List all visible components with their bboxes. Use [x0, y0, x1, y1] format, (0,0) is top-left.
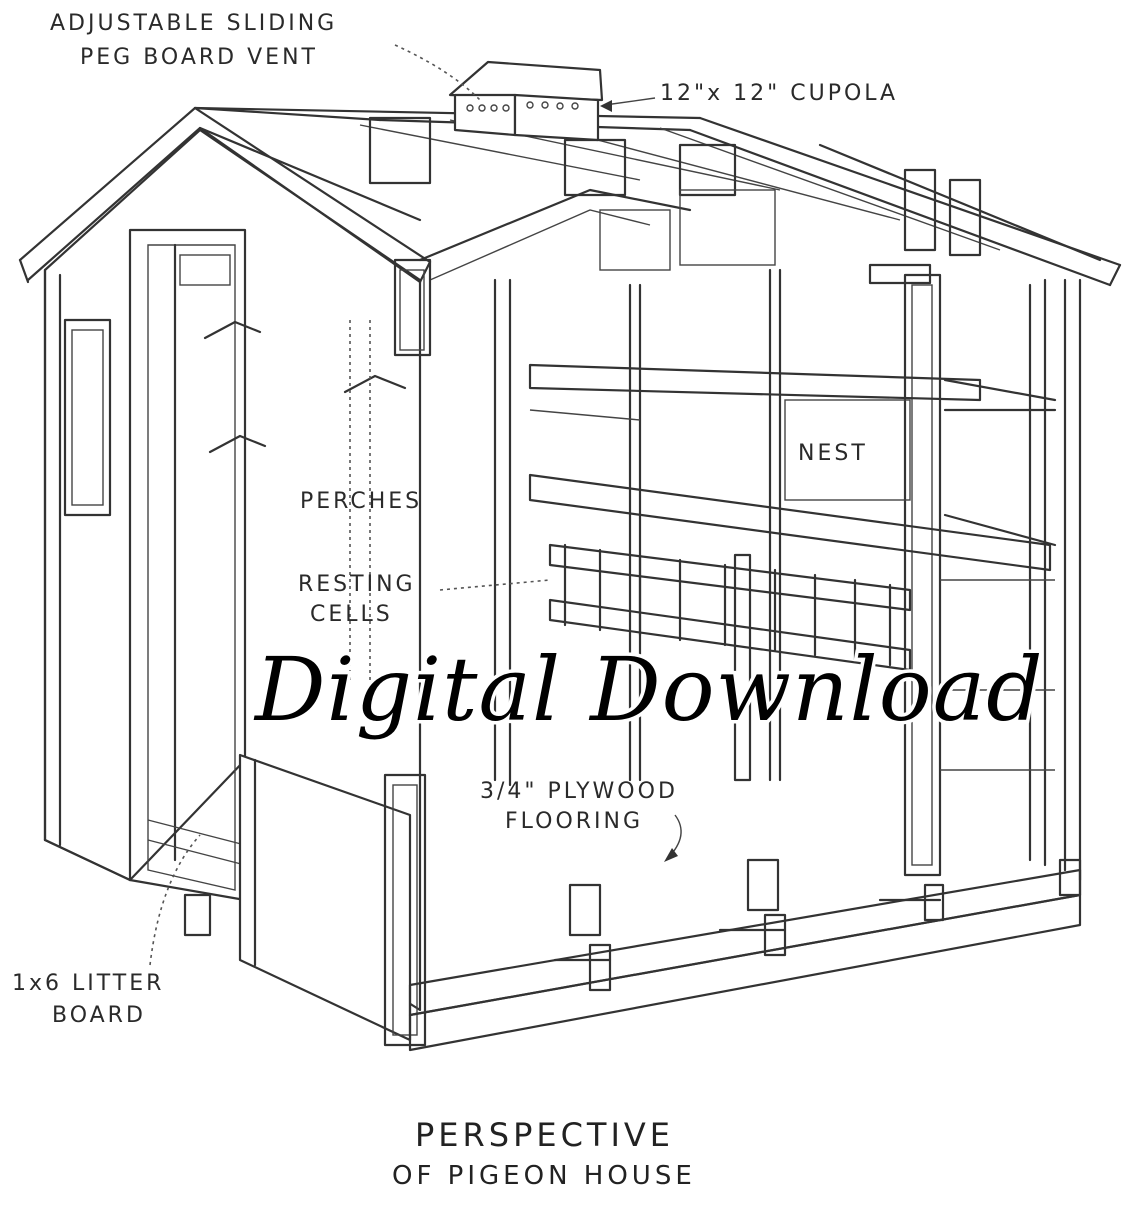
- label-litter-line1: 1x6 LITTER: [12, 971, 165, 996]
- floor-framing: [408, 858, 1082, 1052]
- front-cutaway: [393, 188, 692, 357]
- cupola: [448, 60, 604, 142]
- label-nest: NEST: [798, 441, 868, 466]
- label-cupola: 12"x 12" CUPOLA: [660, 81, 899, 106]
- resting-cells: [548, 543, 912, 782]
- label-plywood-line1: 3/4" PLYWOOD: [480, 779, 678, 804]
- perches: [203, 320, 407, 680]
- nest-shelves: [528, 363, 1057, 771]
- label-resting-line1: RESTING: [298, 572, 416, 597]
- label-vent-line2: PEG BOARD VENT: [80, 45, 318, 70]
- caption-subtitle: OF PIGEON HOUSE: [392, 1161, 696, 1191]
- label-plywood-line2: FLOORING: [505, 809, 644, 834]
- back-wall-framing: [493, 268, 1082, 882]
- leader-lines: [149, 44, 682, 966]
- label-litter-line2: BOARD: [52, 1003, 146, 1028]
- label-resting-line2: CELLS: [310, 602, 393, 627]
- label-vent-line1: ADJUSTABLE SLIDING: [50, 11, 338, 36]
- caption-title: PERSPECTIVE: [415, 1116, 675, 1154]
- roof-rafters: [193, 106, 1122, 287]
- watermark-text: Digital Download: [252, 635, 1047, 745]
- label-perches: PERCHES: [300, 489, 423, 514]
